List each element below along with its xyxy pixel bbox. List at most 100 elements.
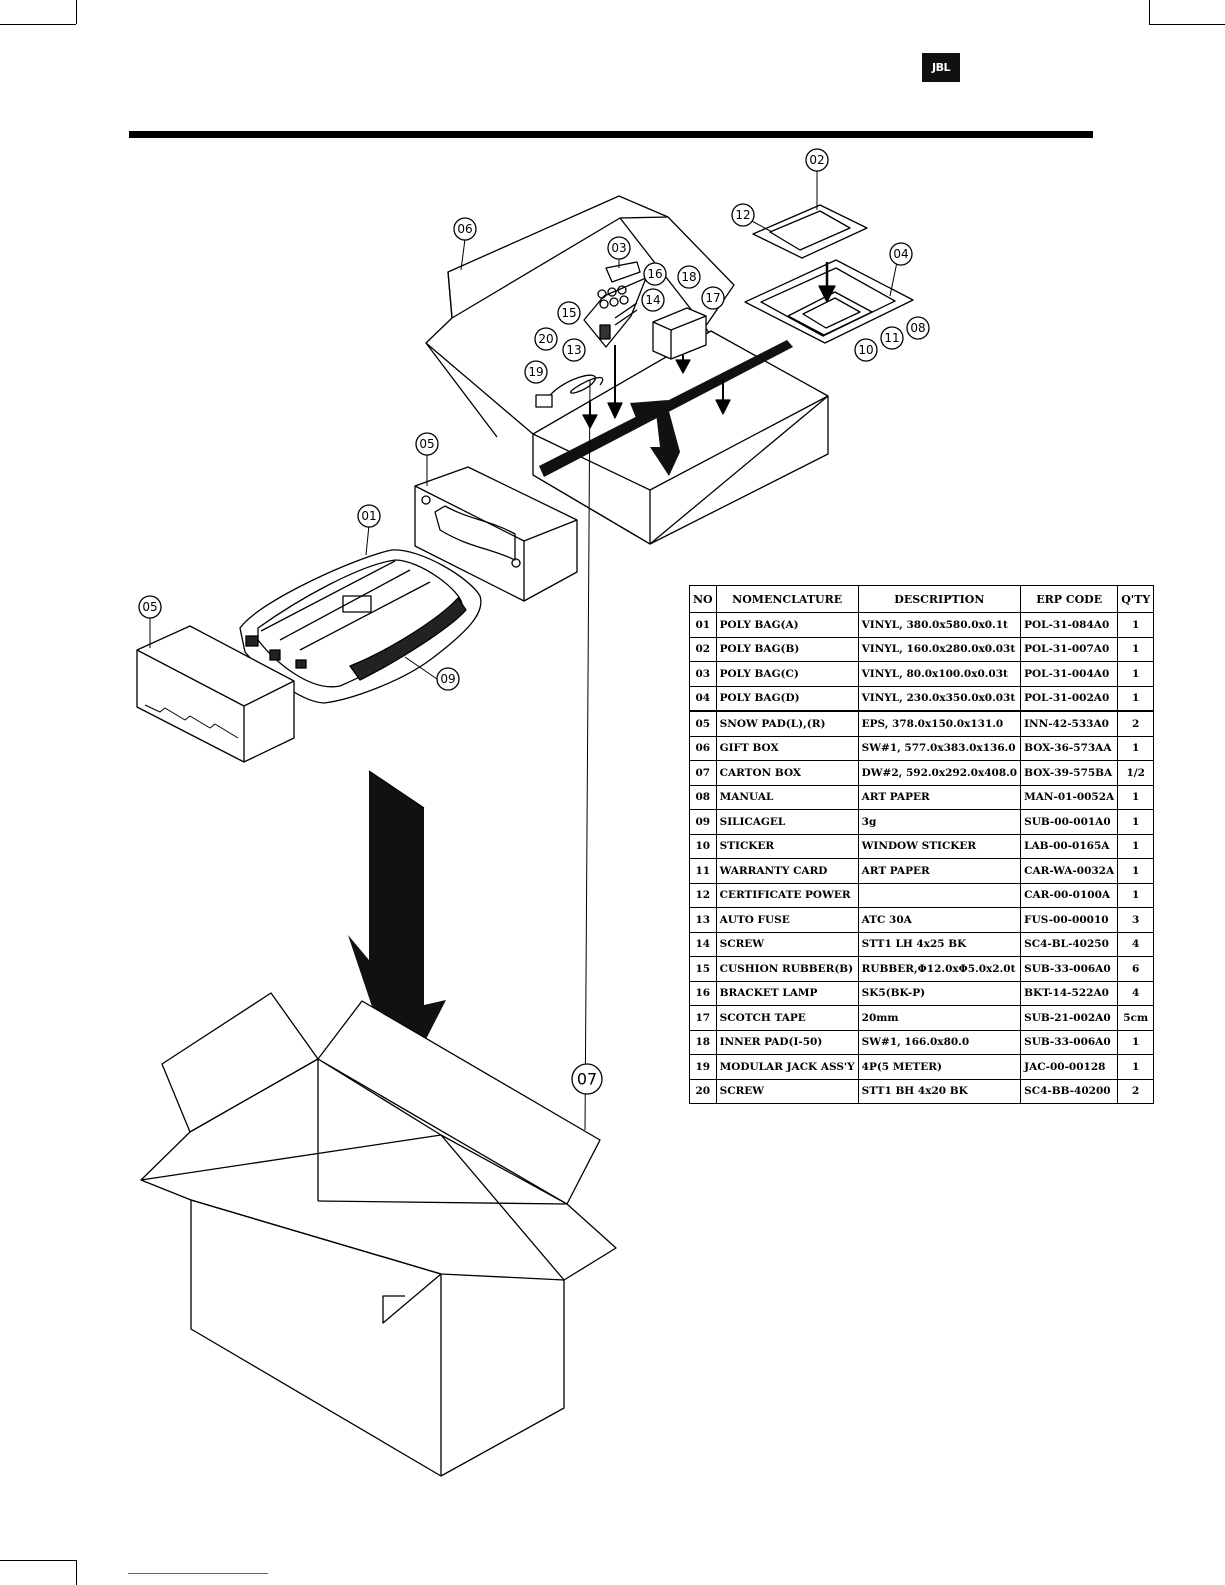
callout-04: 04: [889, 242, 913, 266]
cell-qty: 5cm: [1117, 1005, 1155, 1031]
svg-text:18: 18: [681, 270, 696, 284]
header-description: DESCRIPTION: [857, 585, 1022, 613]
callout-10: 10: [854, 338, 878, 362]
cell-qty: 6: [1117, 956, 1155, 982]
cell-description: ART PAPER: [857, 858, 1022, 884]
crop-mark: [1149, 24, 1225, 25]
cell-no: 06: [689, 735, 717, 761]
cell-description: [857, 882, 1022, 908]
svg-text:16: 16: [647, 267, 662, 281]
documents-drawing: [744, 204, 914, 344]
cell-nomenclature: SCREW: [715, 931, 859, 957]
callout-12: 12: [731, 203, 755, 227]
cell-description: VINYL, 230.0x350.0x0.03t: [857, 685, 1022, 712]
cell-erp-code: BKT-14-522A0: [1020, 980, 1119, 1006]
cell-description: SW#1, 577.0x383.0x136.0: [857, 735, 1022, 761]
callout-01: 01: [357, 504, 381, 528]
callout-11: 11: [880, 326, 904, 350]
cell-nomenclature: STICKER: [715, 833, 859, 859]
cell-no: 11: [689, 858, 717, 884]
cell-nomenclature: POLY BAG(A): [715, 612, 859, 638]
header-nomenclature: NOMENCLATURE: [715, 585, 859, 613]
cell-nomenclature: POLY BAG(D): [715, 685, 859, 712]
cell-description: EPS, 378.0x150.0x131.0: [857, 710, 1022, 737]
cell-no: 19: [689, 1054, 717, 1080]
cell-qty: 4: [1117, 931, 1155, 957]
cell-nomenclature: CUSHION RUBBER(B): [715, 956, 859, 982]
cell-qty: 2: [1117, 710, 1155, 737]
small-parts-drawing: [535, 261, 731, 429]
cell-description: ATC 30A: [857, 907, 1022, 933]
cell-nomenclature: SCREW: [715, 1078, 859, 1104]
svg-text:08: 08: [910, 321, 925, 335]
cell-nomenclature: INNER PAD(I-50): [715, 1029, 859, 1055]
callout-05-right: 05: [415, 432, 439, 456]
crop-mark: [76, 0, 77, 24]
cell-nomenclature: SNOW PAD(L),(R): [715, 710, 859, 737]
cell-no: 09: [689, 809, 717, 835]
callout-15: 15: [557, 301, 581, 325]
cell-nomenclature: SILICAGEL: [715, 809, 859, 835]
cell-description: VINYL, 160.0x280.0x0.03t: [857, 636, 1022, 662]
cell-qty: 4: [1117, 980, 1155, 1006]
cell-no: 01: [689, 612, 717, 638]
cell-qty: 1: [1117, 685, 1155, 712]
cell-no: 08: [689, 784, 717, 810]
cell-nomenclature: POLY BAG(C): [715, 661, 859, 687]
callout-16: 16: [643, 262, 667, 286]
cell-no: 07: [689, 760, 717, 786]
crop-mark: [1149, 0, 1150, 24]
cell-nomenclature: CARTON BOX: [715, 760, 859, 786]
cell-description: 4P(5 METER): [857, 1054, 1022, 1080]
parts-list-table: NO NOMENCLATURE DESCRIPTION ERP CODE Q'T…: [689, 585, 1155, 1104]
cell-nomenclature: POLY BAG(B): [715, 636, 859, 662]
svg-text:17: 17: [705, 291, 720, 305]
svg-text:09: 09: [440, 672, 455, 686]
cell-no: 13: [689, 907, 717, 933]
callout-02: 02: [805, 148, 829, 172]
cell-description: RUBBER,Φ12.0xΦ5.0x2.0t: [857, 956, 1022, 982]
svg-text:05: 05: [419, 437, 434, 451]
svg-text:06: 06: [457, 222, 472, 236]
snow-pad-right-drawing: [414, 466, 578, 602]
cell-description: STT1 LH 4x25 BK: [857, 931, 1022, 957]
leader-lines: [149, 168, 898, 1131]
table-header-row: NO NOMENCLATURE DESCRIPTION ERP CODE Q'T…: [689, 585, 1155, 613]
cell-erp-code: POL-31-084A0: [1020, 612, 1119, 638]
cell-no: 02: [689, 636, 717, 662]
cell-description: 20mm: [857, 1005, 1022, 1031]
svg-text:13: 13: [566, 343, 581, 357]
cell-qty: 1: [1117, 636, 1155, 662]
cell-no: 10: [689, 833, 717, 859]
header-erp-code: ERP CODE: [1020, 585, 1119, 613]
cell-nomenclature: CERTIFICATE POWER: [715, 882, 859, 908]
big-down-arrow: [348, 770, 446, 1090]
cell-qty: 1: [1117, 612, 1155, 638]
callout-08: 08: [906, 316, 930, 340]
callout-20: 20: [534, 327, 558, 351]
cell-qty: 1: [1117, 661, 1155, 687]
svg-text:15: 15: [561, 306, 576, 320]
cell-description: 3g: [857, 809, 1022, 835]
cell-no: 17: [689, 1005, 717, 1031]
cell-description: VINYL, 80.0x100.0x0.03t: [857, 661, 1022, 687]
svg-text:04: 04: [893, 247, 908, 261]
cell-description: STT1 BH 4x20 BK: [857, 1078, 1022, 1104]
amplifier-drawing: [239, 549, 482, 704]
cell-nomenclature: AUTO FUSE: [715, 907, 859, 933]
cell-nomenclature: MANUAL: [715, 784, 859, 810]
cell-erp-code: BOX-36-573AA: [1020, 735, 1119, 761]
cell-erp-code: INN-42-533A0: [1020, 710, 1119, 737]
cell-description: DW#2, 592.0x292.0x408.0: [857, 760, 1022, 786]
cell-erp-code: SC4-BB-40200: [1020, 1078, 1119, 1104]
cell-qty: 1: [1117, 809, 1155, 835]
svg-text:20: 20: [538, 332, 553, 346]
